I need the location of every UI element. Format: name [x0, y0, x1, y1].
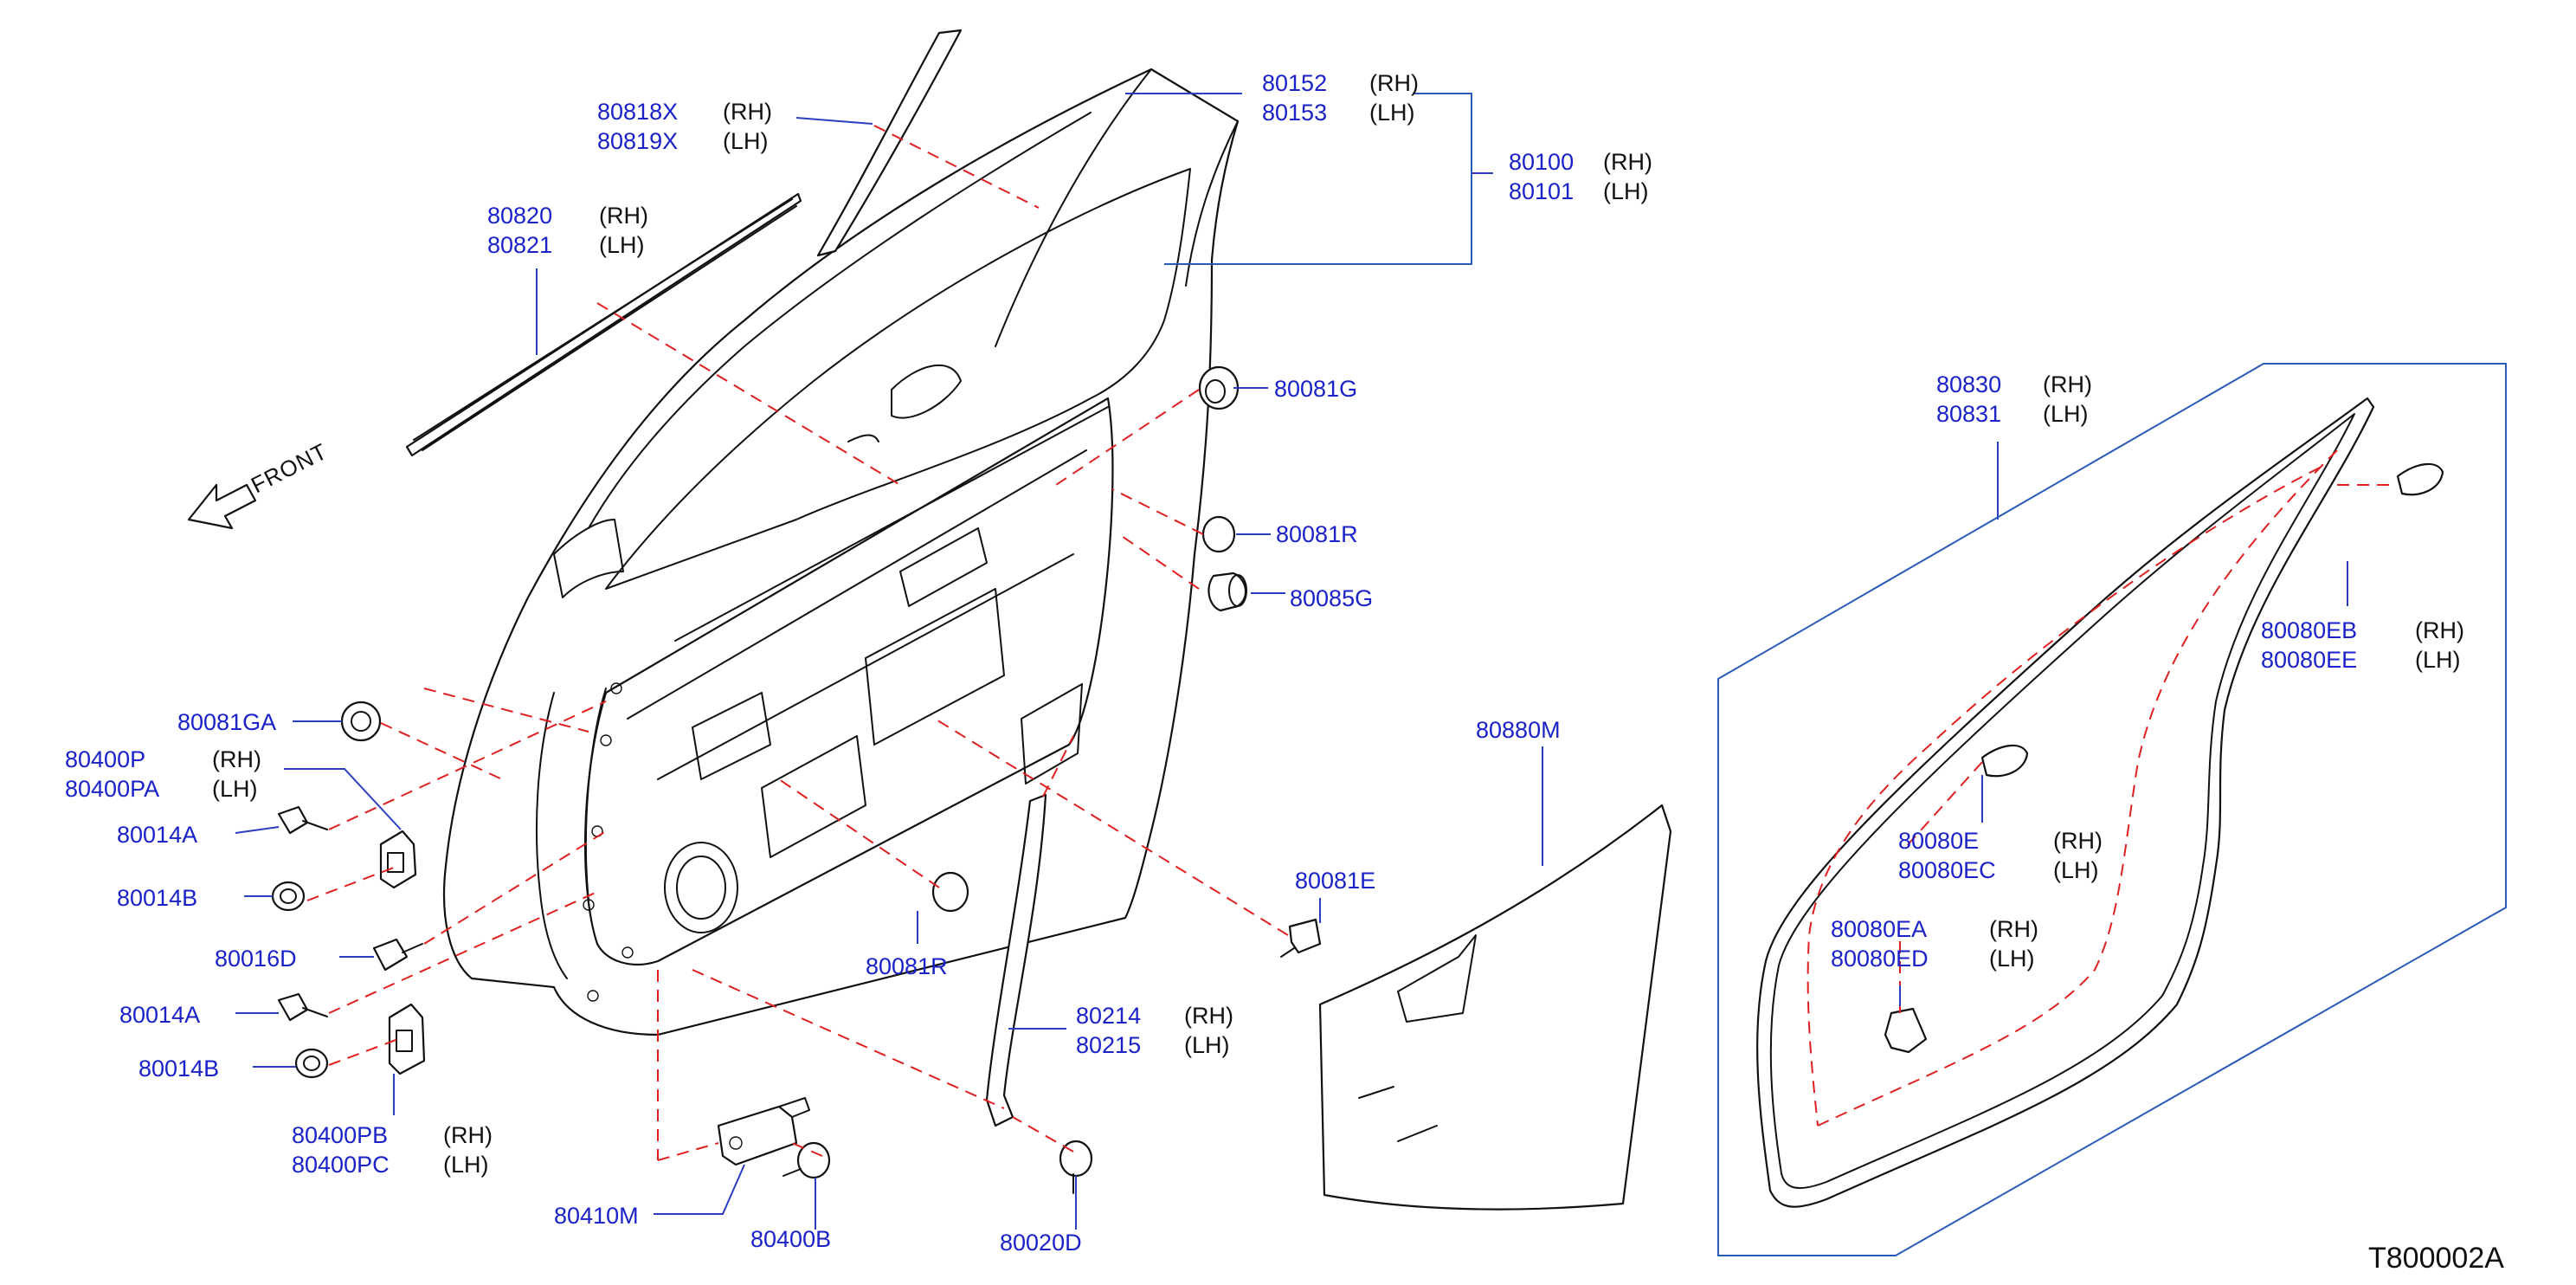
plug-80081r-mid-part [931, 871, 969, 913]
label-80820-rh: 80820 [487, 203, 552, 229]
label-80081ga: 80081GA [177, 709, 276, 735]
label-80400pb-rh: 80400PB [292, 1122, 388, 1148]
label-80100-rh-side: (RH) [1603, 149, 1652, 175]
label-80880m: 80880M [1476, 717, 1561, 743]
label-80818x-rh: 80818X [597, 99, 678, 125]
label-80080eb-lh-side: (LH) [2415, 647, 2461, 673]
label-80820-rh-side: (RH) [599, 203, 648, 229]
label-80152-lh: 80153 [1262, 100, 1327, 126]
grommet-80081ga-part [340, 701, 382, 742]
front-label: FRONT [247, 438, 332, 499]
clip-80080e-part [1980, 744, 2029, 778]
clip-80080eb-part [2396, 462, 2444, 496]
label-80080ea-lh: 80080ED [1831, 946, 1929, 972]
weatherstrip-frame [1717, 363, 2507, 1256]
label-80830-rh-side: (RH) [2043, 371, 2092, 397]
label-80081e: 80081E [1295, 868, 1375, 894]
label-80100-lh: 80101 [1509, 178, 1574, 204]
door-shell [442, 68, 1240, 1036]
label-80214-lh-side: (LH) [1184, 1032, 1230, 1058]
door-handle-recess [891, 365, 962, 419]
label-80080ea-rh-side: (RH) [1989, 916, 2038, 942]
body-weatherstrip-part [1756, 397, 2375, 1208]
label-80400pb-lh-side: (LH) [443, 1152, 489, 1178]
label-80410m: 80410M [554, 1203, 639, 1229]
label-80080e-rh-side: (RH) [2053, 828, 2103, 854]
hidden-lines [306, 125, 2389, 1161]
label-80400p-lh: 80400PA [65, 776, 159, 802]
label-80152-lh-side: (LH) [1369, 100, 1415, 126]
label-80818x-lh-side: (LH) [723, 128, 769, 154]
outer-weatherstrip [405, 192, 802, 457]
upper-hinge-part [379, 830, 417, 889]
plug-80081r-top-part [1201, 515, 1236, 553]
bolt-80400b-part [782, 1141, 831, 1179]
labels: 80818X (RH) 80819X (LH) 80152 (RH) 80153… [65, 70, 2504, 1275]
label-80152-rh-side: (RH) [1369, 70, 1419, 96]
label-80818x-lh: 80819X [597, 128, 678, 154]
diagram-code: T800002A [2368, 1242, 2504, 1275]
label-80830-lh: 80831 [1936, 401, 2001, 427]
label-80820-lh-side: (LH) [599, 232, 645, 258]
label-80080ea-lh-side: (LH) [1989, 946, 2035, 972]
label-80014b-top: 80014B [117, 885, 197, 911]
speaker-hole [664, 842, 738, 933]
label-80400pb-lh: 80400PC [292, 1152, 390, 1178]
label-80400b: 80400B [750, 1226, 831, 1252]
label-80080ea-rh: 80080EA [1831, 916, 1927, 942]
label-80014b-bot: 80014B [138, 1056, 219, 1082]
label-80152-rh: 80152 [1262, 70, 1327, 96]
label-80080e-rh: 80080E [1898, 828, 1979, 854]
label-80016d: 80016D [215, 946, 297, 972]
label-80214-rh: 80214 [1076, 1003, 1141, 1029]
grommet-80081g-part [1198, 365, 1240, 410]
clip-80080ea-part [1884, 1007, 1928, 1054]
label-80081g: 80081G [1274, 376, 1357, 402]
label-80214-lh: 80215 [1076, 1032, 1141, 1058]
front-direction-arrow-icon [187, 483, 257, 530]
label-80400p-rh-side: (RH) [212, 746, 261, 772]
cap-80085g-part [1208, 571, 1247, 612]
sealing-screen-part [1318, 804, 1672, 1211]
label-80080eb-rh-side: (RH) [2415, 617, 2464, 643]
label-80080eb-rh: 80080EB [2261, 617, 2357, 643]
label-80081r-top: 80081R [1276, 521, 1358, 547]
bolt-80014a-top-part [277, 805, 328, 835]
lower-hinge-part [388, 1003, 426, 1075]
label-80080e-lh-side: (LH) [2053, 857, 2099, 883]
label-80830-lh-side: (LH) [2043, 401, 2089, 427]
window-opening [605, 168, 1191, 590]
label-80214-rh-side: (RH) [1184, 1003, 1233, 1029]
label-80020d: 80020D [1000, 1230, 1082, 1256]
label-80081r-mid: 80081R [866, 953, 948, 979]
bolt-80014a-bot-part [277, 992, 328, 1022]
label-80100-lh-side: (LH) [1603, 178, 1649, 204]
sash-molding [816, 29, 963, 257]
label-80085g: 80085G [1290, 585, 1373, 611]
label-80400p-lh-side: (LH) [212, 776, 258, 802]
clip-80081e-part [1280, 918, 1322, 958]
label-80820-lh: 80821 [487, 232, 552, 258]
nut-80014b-top-part [271, 881, 306, 912]
nut-80014b-bot-part [294, 1048, 329, 1079]
label-80830-rh: 80830 [1936, 371, 2001, 397]
label-80818x-rh-side: (RH) [723, 99, 772, 125]
door-check-part [717, 1097, 810, 1166]
label-80400pb-rh-side: (RH) [443, 1122, 493, 1148]
label-80400p-rh: 80400P [65, 746, 145, 772]
label-80080e-lh: 80080EC [1898, 857, 1996, 883]
label-80014a-top: 80014A [117, 822, 197, 848]
label-80080eb-lh: 80080EE [2261, 647, 2357, 673]
leader-lines [235, 93, 2507, 1256]
label-80100-rh: 80100 [1509, 149, 1574, 175]
bolt-80016d-part [372, 938, 423, 972]
label-80014a-bot: 80014A [119, 1002, 200, 1028]
